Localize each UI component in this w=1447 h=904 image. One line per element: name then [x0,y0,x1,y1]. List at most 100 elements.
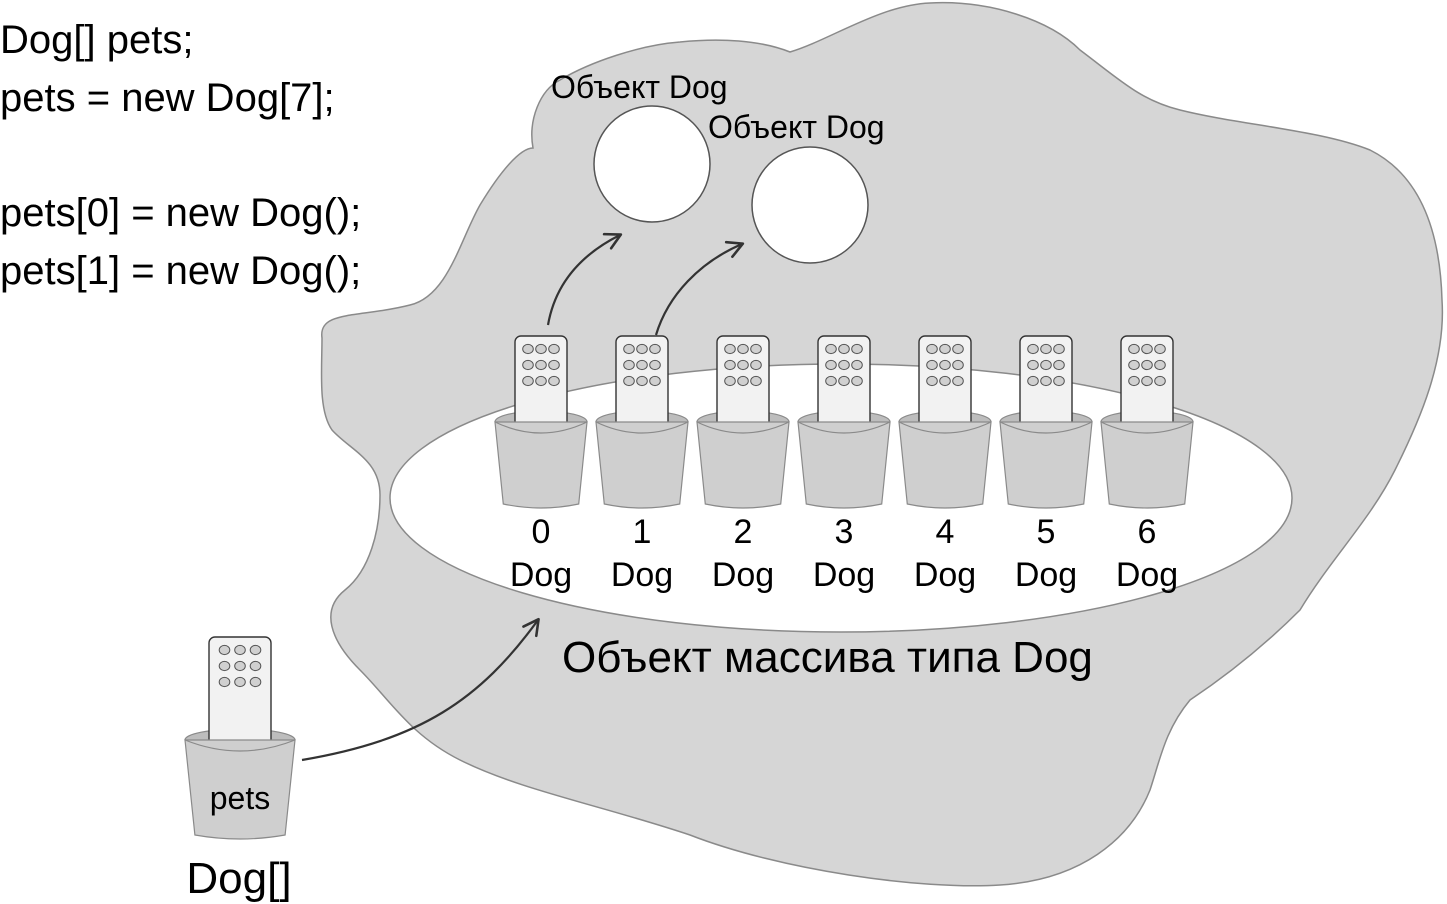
pets-remote-button [234,644,246,656]
slot-remote-5-button [1053,375,1065,387]
slot-index-6: 6 [1138,513,1157,551]
slot-type-6: Dog [1116,556,1178,594]
slot-remote-5-button [1040,359,1052,371]
slot-remote-3-button [838,343,850,355]
slot-remote-0-button [548,343,560,355]
slot-remote-4-button [939,343,951,355]
pets-cup-body [184,739,296,840]
slot-remote-0-button [548,359,560,371]
slot-remote-0-button [535,359,547,371]
slot-remote-4-button [926,359,938,371]
slot-cup-front-rim-2 [696,421,790,434]
slot-remote-3-button [825,375,837,387]
slot-remote-6-button [1141,343,1153,355]
slot-index-1: 1 [633,513,652,551]
slot-remote-6-button [1128,359,1140,371]
slot-remote-4-button [952,375,964,387]
slot-index-3: 3 [835,513,854,551]
slot-remote-4-button [952,359,964,371]
slot-cup-front-rim-6 [1100,421,1194,434]
slot-remote-5-button [1053,359,1065,371]
reference-arrow-pets [301,617,540,762]
slot-remote-6-button [1141,359,1153,371]
slot-remote-4 [918,335,972,435]
slot-remote-3-button [851,343,863,355]
pets-remote-button [249,644,262,656]
pets-remote-button [218,660,231,672]
reference-arrow-slot-1 [654,240,745,336]
slot-remote-2-button [750,343,762,355]
slot-index-5: 5 [1037,513,1056,551]
slot-cup-front-rim-4 [898,421,992,434]
slot-cup-body-2 [696,421,790,509]
slot-type-3: Dog [813,556,875,594]
pets-remote-button [234,676,246,688]
slot-remote-4-button [926,375,938,387]
code-line-4: pets[1] = new Dog(); [0,249,362,293]
slot-remote-2 [716,335,770,435]
slot-remote-0-button [522,343,534,355]
slot-remote-1-button [623,343,635,355]
slot-remote-6 [1120,335,1174,435]
slot-remote-2-button [737,343,749,355]
slot-remote-1-button [636,375,648,387]
slot-remote-6-button [1154,375,1166,387]
slot-remote-6-button [1128,343,1140,355]
slot-remote-5 [1019,335,1073,435]
slot-remote-0-button [522,375,534,387]
slot-remote-4-button [939,375,951,387]
slot-remote-6-button [1154,343,1166,355]
slot-cup-front-rim-0 [494,421,588,434]
array-object-label: Объект массива типа Dog [562,633,1093,682]
slot-cup-front-rim-5 [999,421,1093,434]
slot-remote-1-button [649,343,661,355]
dog-object-circle-2 [751,146,869,264]
slot-remote-4-button [926,343,938,355]
slot-type-5: Dog [1015,556,1077,594]
slot-cup-body-0 [494,421,588,509]
slot-remote-4-button [952,343,964,355]
slot-remote-1-button [623,359,635,371]
slot-remote-0 [514,335,568,435]
slot-remote-0-button [535,375,547,387]
pets-variable-name: pets [210,780,270,816]
slot-cup-body-1 [595,421,689,509]
pets-variable: pets [184,636,296,840]
slot-remote-3-button [851,375,863,387]
slot-index-2: 2 [734,513,753,551]
slot-remote-0-button [522,359,534,371]
slot-remote-3 [817,335,871,435]
slot-remote-0-button [548,375,560,387]
slot-remote-2-button [750,359,762,371]
pets-remote-button [218,676,231,688]
slot-remote-5-button [1053,343,1065,355]
code-line-2: pets = new Dog[7]; [0,76,335,120]
slot-index-0: 0 [532,513,551,551]
pets-remote [208,636,272,756]
slot-remote-1-button [649,375,661,387]
slot-remote-3-button [838,359,850,371]
slot-remote-2-button [724,375,736,387]
dog-object-label-2: Объект Dog [708,109,885,145]
dog-object-circle-1 [593,105,711,223]
slot-remote-4-button [939,359,951,371]
slot-remote-3-button [838,375,850,387]
slot-remote-5-button [1027,343,1039,355]
slot-remote-2-button [724,359,736,371]
slot-remote-1-button [623,375,635,387]
slot-remote-3-button [825,343,837,355]
slot-remote-2-button [750,375,762,387]
slot-remote-3-button [851,359,863,371]
pets-remote-button [249,660,262,672]
pets-remote-button [249,676,262,688]
pets-cup-front-rim [184,739,296,752]
